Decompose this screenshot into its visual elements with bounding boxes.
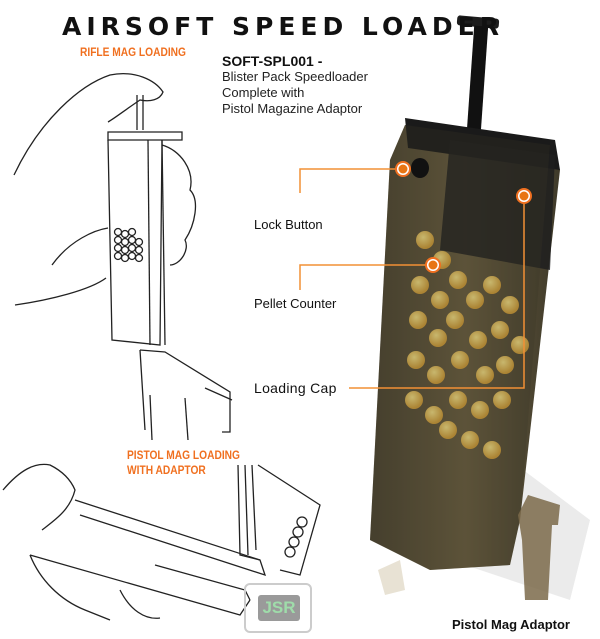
product-desc-line2: Complete with	[222, 85, 305, 100]
pistol-mag-adaptor-label: Pistol Mag Adaptor	[452, 617, 570, 632]
callout-loading-cap: Loading Cap	[254, 380, 337, 396]
callout-pellet-counter: Pellet Counter	[254, 296, 337, 311]
watermark-logo: JSR	[244, 583, 312, 633]
product-desc-line3: Pistol Magazine Adaptor	[222, 101, 363, 116]
page-title: AIRSOFT SPEED LOADER	[62, 12, 504, 41]
speed-loader-photo	[370, 15, 590, 600]
pistol-heading-line1: PISTOL MAG LOADING	[127, 448, 240, 462]
rifle-loading-drawing	[13, 73, 233, 441]
pistol-loading-drawing	[2, 463, 321, 621]
pistol-mag-loading-heading: PISTOL MAG LOADING WITH ADAPTOR	[127, 448, 240, 478]
product-desc-line1: Blister Pack Speedloader	[222, 69, 368, 84]
pistol-heading-line2: WITH ADAPTOR	[127, 463, 206, 477]
callout-lock-button: Lock Button	[254, 217, 323, 232]
rifle-mag-loading-heading: RIFLE MAG LOADING	[80, 45, 186, 59]
callout-lines	[299, 161, 532, 389]
product-description: SOFT-SPL001 - Blister Pack Speedloader C…	[222, 53, 368, 117]
product-code: SOFT-SPL001 -	[222, 53, 323, 69]
watermark-text: JSR	[258, 595, 300, 621]
